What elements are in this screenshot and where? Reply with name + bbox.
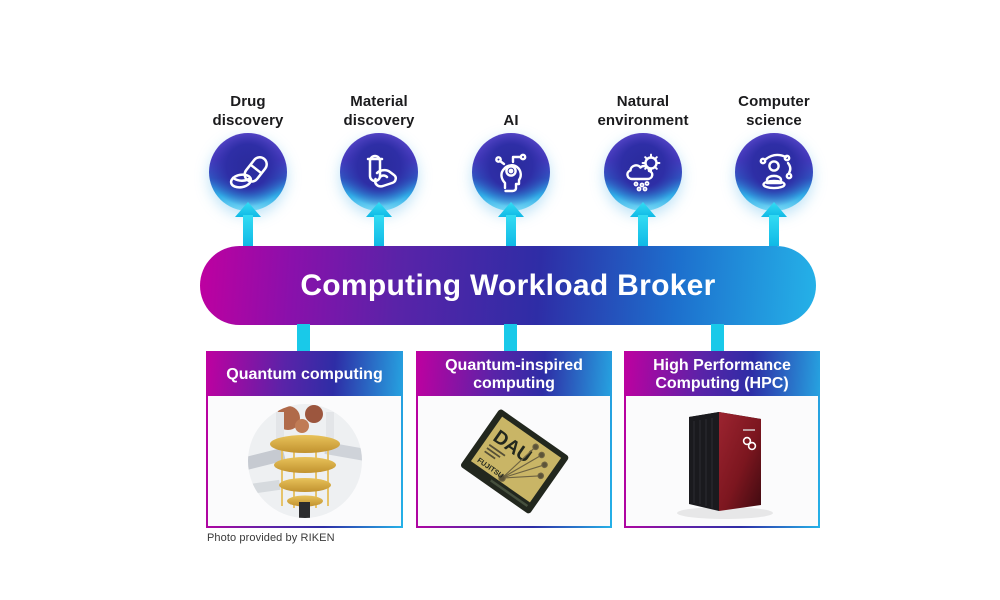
connector-line bbox=[711, 324, 724, 352]
app-item-material-discovery: Material discovery bbox=[304, 80, 454, 246]
up-arrow-icon bbox=[498, 202, 524, 246]
app-circle bbox=[472, 133, 550, 211]
card-body bbox=[208, 396, 401, 526]
cloud-weather-icon bbox=[626, 153, 661, 192]
app-label: Drug discovery bbox=[212, 92, 284, 129]
connector-line bbox=[504, 324, 517, 352]
up-arrow-icon bbox=[366, 202, 392, 246]
up-arrow-icon bbox=[235, 202, 261, 246]
resource-card-hpc: High Performance Computing (HPC) bbox=[624, 351, 820, 528]
app-circle bbox=[604, 133, 682, 211]
connector-line bbox=[297, 324, 310, 352]
resource-card-quantum-computing: Quantum computing bbox=[206, 351, 403, 528]
card-body: DAU FUJITSU bbox=[418, 396, 610, 526]
dau-chip-photo: DAU FUJITSU bbox=[460, 409, 569, 514]
card-title: Quantum computing bbox=[226, 365, 383, 383]
ai-head-icon bbox=[495, 153, 527, 193]
resource-card-quantum-inspired: Quantum-inspired computing DAU bbox=[416, 351, 612, 528]
up-arrow-icon bbox=[761, 202, 787, 246]
pills-icon bbox=[229, 156, 268, 189]
app-label: Material discovery bbox=[343, 92, 415, 129]
app-circle bbox=[340, 133, 418, 211]
card-body bbox=[626, 396, 818, 526]
app-label: AI bbox=[503, 111, 519, 129]
person-network-icon bbox=[759, 153, 793, 190]
app-circle bbox=[735, 133, 813, 211]
app-item-natural-environment: Natural environment bbox=[568, 80, 718, 246]
supercomputer-photo bbox=[677, 412, 773, 519]
app-item-computer-science: Computer science bbox=[699, 80, 849, 246]
card-title: High Performance Computing (HPC) bbox=[653, 356, 791, 392]
quantum-computer-photo bbox=[247, 404, 362, 518]
computing-workload-broker-bar: Computing Workload Broker bbox=[200, 246, 816, 325]
app-label: Computer science bbox=[738, 92, 810, 129]
test-tube-hand-icon bbox=[366, 154, 397, 188]
app-item-ai: AI bbox=[436, 80, 586, 246]
card-title: Quantum-inspired computing bbox=[445, 356, 583, 392]
photo-credit-caption: Photo provided by RIKEN bbox=[207, 532, 335, 544]
app-item-drug-discovery: Drug discovery bbox=[173, 80, 323, 246]
app-label: Natural environment bbox=[597, 92, 689, 129]
broker-title: Computing Workload Broker bbox=[300, 268, 716, 302]
up-arrow-icon bbox=[630, 202, 656, 246]
app-circle bbox=[209, 133, 287, 211]
